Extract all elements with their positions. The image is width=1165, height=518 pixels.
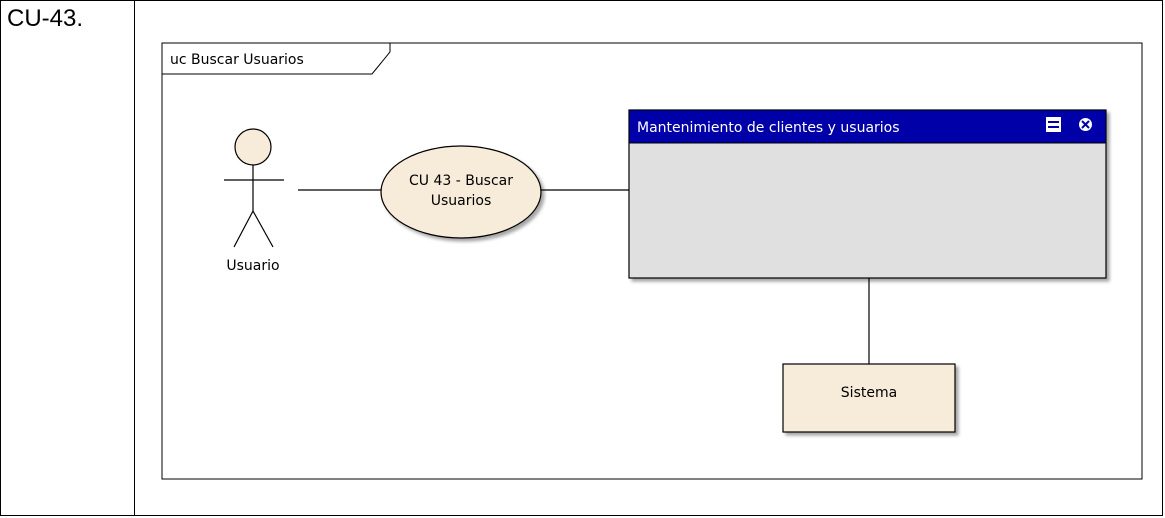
use-case-ellipse (380, 145, 542, 239)
frame-title-tab (161, 42, 391, 75)
close-icon (1078, 117, 1093, 132)
system-box (782, 363, 956, 433)
row-label: CU-43. (7, 5, 84, 32)
window-title: Mantenimiento de clientes y usuarios (637, 120, 900, 136)
use-case-label-line2: Usuarios (431, 193, 492, 209)
actor-head-icon (234, 128, 272, 166)
frame-title: uc Buscar Usuarios (170, 52, 304, 68)
actor-usuario (224, 128, 284, 248)
window-titlebar (628, 109, 1107, 144)
table-column-divider (134, 1, 135, 515)
actor-label: Usuario (226, 258, 279, 274)
system-label: Sistema (841, 385, 897, 401)
use-case-label-line1: CU 43 - Buscar (409, 173, 513, 189)
maximize-icon (1046, 117, 1061, 132)
